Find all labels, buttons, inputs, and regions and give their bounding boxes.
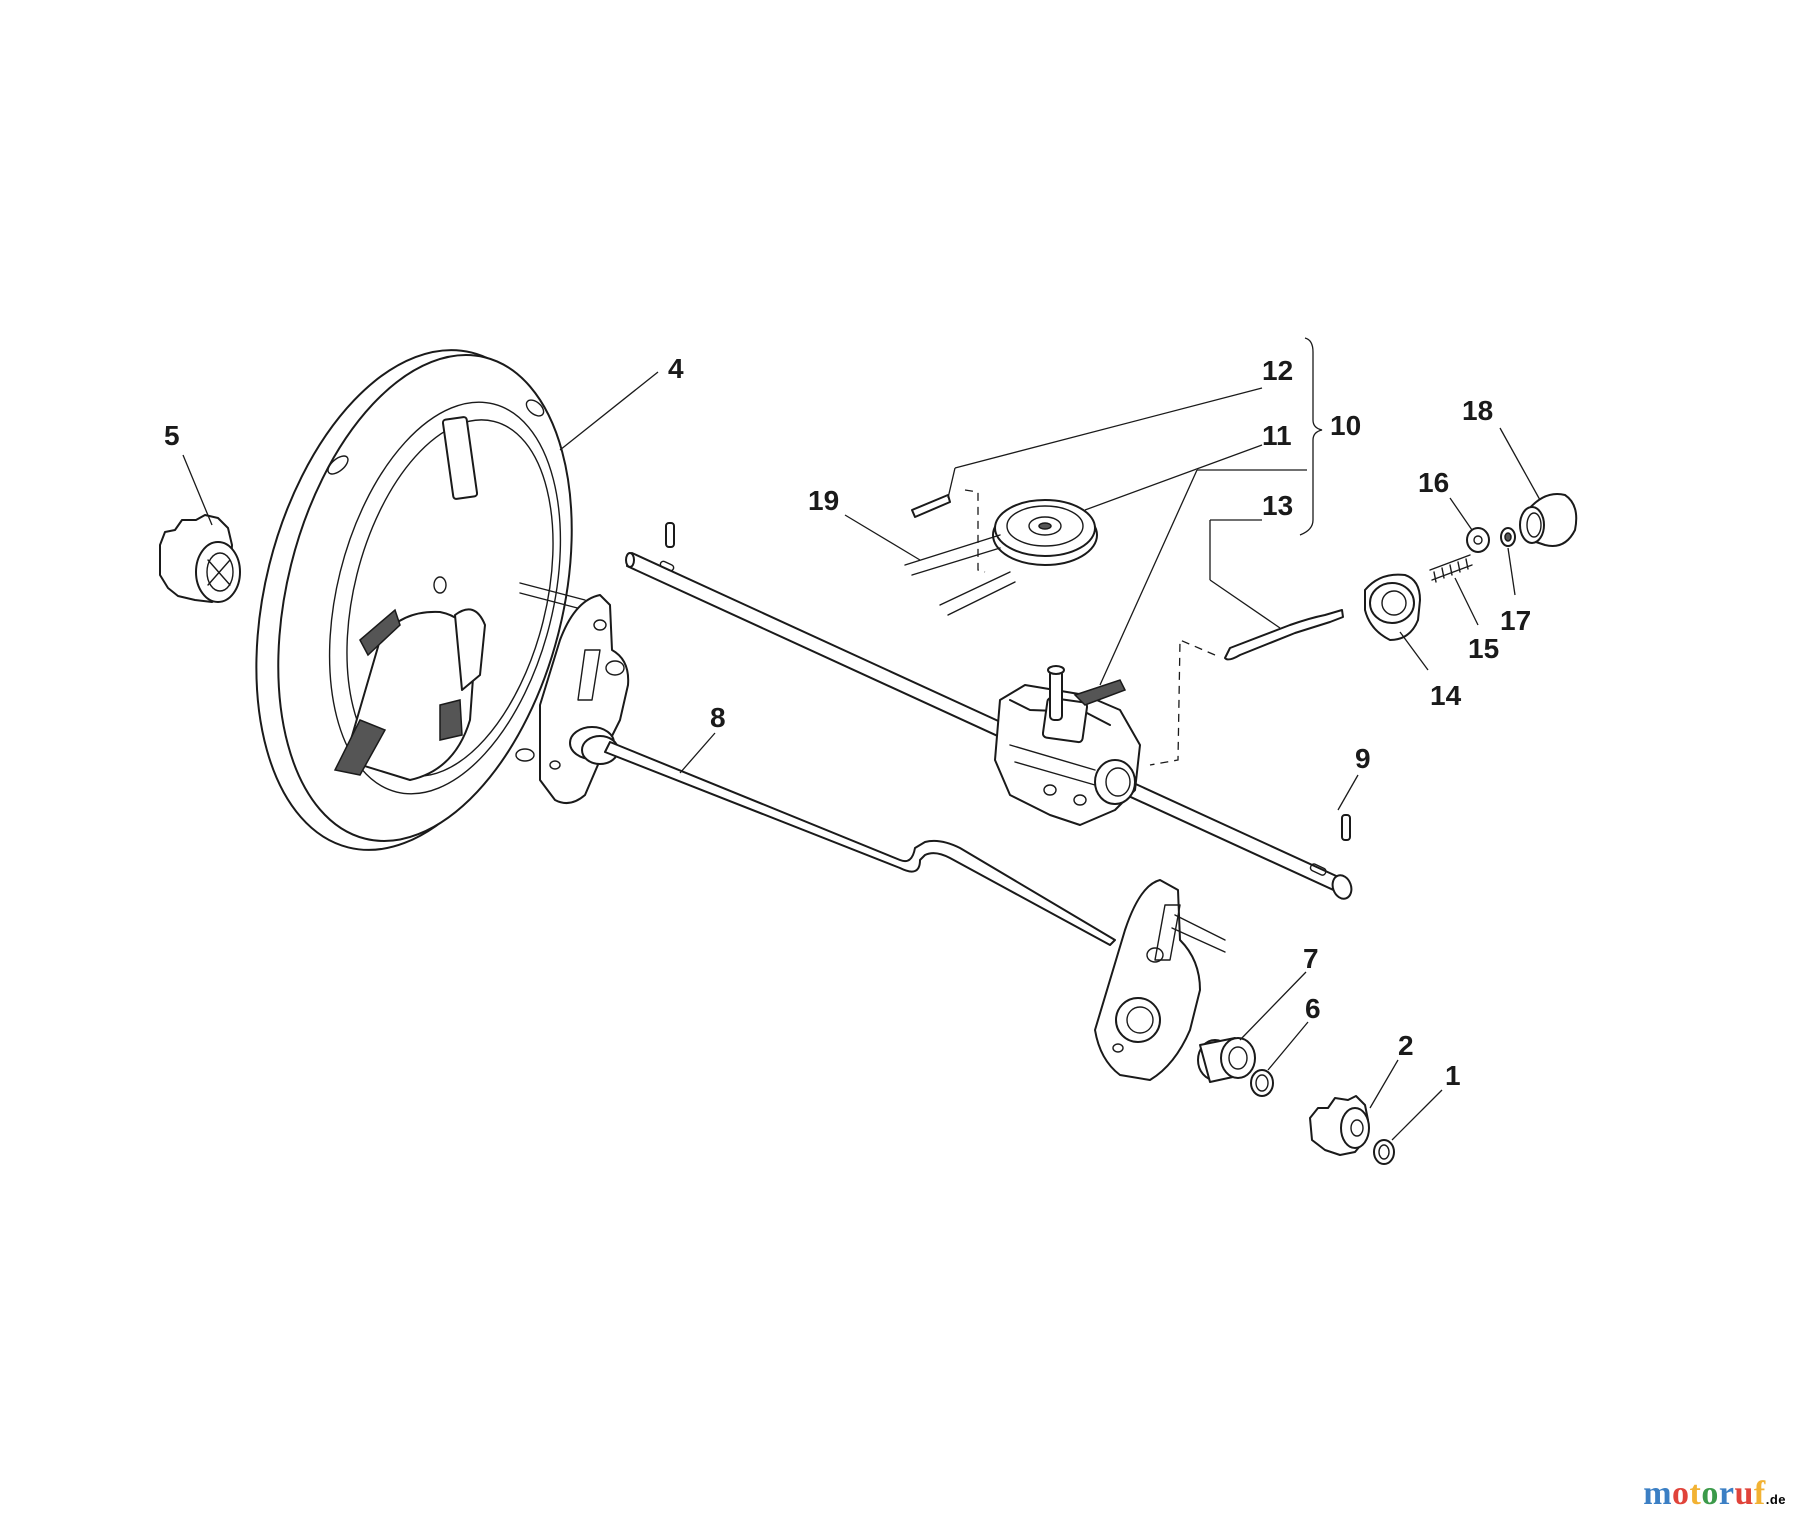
callout-13: 13: [1262, 490, 1293, 521]
leader-5: [182, 454, 213, 526]
leader-17: [1507, 547, 1516, 596]
leader-12: [954, 387, 1263, 469]
watermark-letter: t: [1689, 1475, 1702, 1512]
callout-4: 4: [668, 353, 684, 384]
callout-8: 8: [710, 702, 726, 733]
callout-17: 17: [1500, 605, 1531, 636]
part-14-bushing: [1365, 575, 1420, 640]
leader-2: [1369, 1059, 1399, 1109]
watermark-letter: f: [1753, 1475, 1766, 1512]
part-5-wheel-gear: [160, 515, 240, 602]
part-2-pinion-gear: [1310, 1096, 1369, 1155]
leader-11: [1084, 444, 1263, 511]
watermark-suffix: .de: [1765, 1492, 1786, 1507]
right-axle-bracket: [1095, 880, 1225, 1080]
callout-9: 9: [1355, 743, 1371, 774]
part-11-pulley: [993, 500, 1097, 565]
callout-bracket-10: [1299, 337, 1323, 536]
leader-7: [1239, 971, 1307, 1041]
callout-labels: 1 2 4 5 6 7 8 9 10 11 12 13 14 15 16 17 …: [164, 353, 1531, 1091]
leader-16: [1449, 497, 1473, 531]
callout-11: 11: [1262, 420, 1292, 451]
watermark-text: motoruf: [1643, 1475, 1766, 1512]
part-1-circlip: [1374, 1140, 1394, 1164]
part-9-pin: [1342, 815, 1350, 840]
callout-10: 10: [1330, 410, 1361, 441]
part-16-washer: [1467, 528, 1489, 552]
part-15-spring: [1430, 555, 1472, 582]
leader-13c: [1209, 579, 1281, 629]
callout-19: 19: [808, 485, 839, 516]
part-7-bearing: [1198, 1038, 1255, 1082]
leader-4: [559, 371, 659, 451]
callout-16: 16: [1418, 467, 1449, 498]
part-17-nut: [1501, 528, 1515, 546]
part-19-belt: [905, 535, 1015, 615]
leader-8: [679, 732, 716, 774]
callout-15: 15: [1468, 633, 1499, 664]
part-6-washer: [1251, 1070, 1273, 1096]
callout-6: 6: [1305, 993, 1321, 1024]
part-4-rear-wheel: [208, 317, 619, 882]
leader-1: [1391, 1089, 1443, 1141]
pin-top: [666, 523, 674, 547]
part-8-cranked-axle: [605, 742, 1115, 945]
leader-9: [1337, 774, 1359, 811]
watermark-letter: o: [1701, 1475, 1719, 1512]
leader-lines: [182, 371, 1541, 1141]
leader-10b: [1099, 469, 1198, 686]
callout-2: 2: [1398, 1030, 1414, 1061]
gearbox: [995, 666, 1140, 825]
callout-18: 18: [1462, 395, 1493, 426]
leader-14: [1399, 631, 1429, 671]
part-12-key: [912, 490, 985, 572]
callout-12: 12: [1262, 355, 1293, 386]
motoruf-watermark: motoruf.de: [1643, 1475, 1786, 1513]
upper-drive-shaft: [626, 553, 1355, 901]
callout-5: 5: [164, 420, 180, 451]
part-18-cap: [1520, 494, 1576, 546]
watermark-letter: u: [1734, 1475, 1754, 1512]
watermark-letter: o: [1672, 1475, 1690, 1512]
leader-6: [1267, 1021, 1309, 1071]
callout-1: 1: [1445, 1060, 1461, 1091]
leader-19: [844, 514, 921, 561]
leader-12b: [947, 467, 956, 499]
callout-14: 14: [1430, 680, 1462, 711]
watermark-letter: r: [1718, 1475, 1735, 1512]
leader-15: [1454, 577, 1479, 626]
part-13-rod: [1150, 610, 1343, 765]
leader-18: [1499, 427, 1541, 501]
watermark-letter: m: [1643, 1475, 1673, 1512]
callout-7: 7: [1303, 943, 1319, 974]
